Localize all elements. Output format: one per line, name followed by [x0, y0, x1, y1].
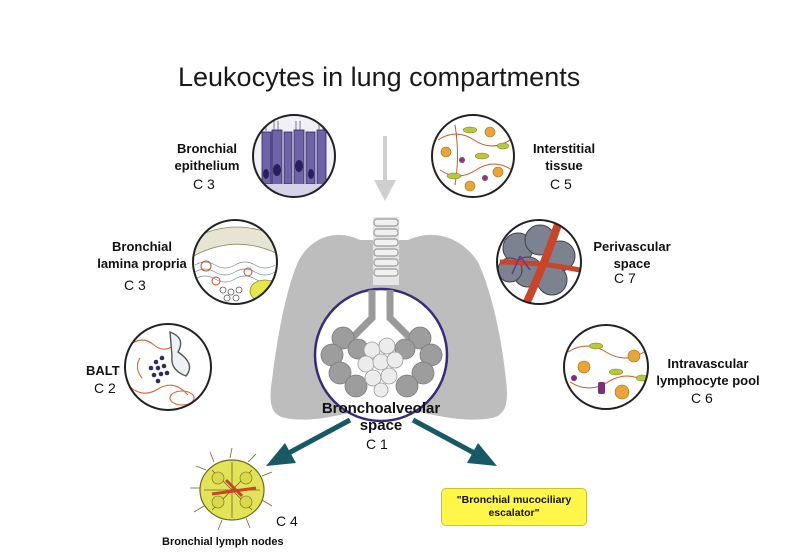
- bronchial-epithelium-label: Bronchial epithelium: [174, 141, 240, 173]
- inflow-arrow: [374, 136, 396, 201]
- lymph-nodes-label: Bronchial lymph nodes: [162, 536, 284, 548]
- perivascular-space-circle: [496, 219, 582, 305]
- bronchoalveolar-space-label: Bronchoalveolar space: [321, 400, 441, 434]
- bronchial-lamina-propria-circle: [192, 219, 278, 305]
- balt-label: BALT: [86, 363, 120, 378]
- bronchial-epithelium-code: C 3: [193, 176, 215, 192]
- lymph-nodes-code: C 4: [276, 513, 298, 529]
- intravascular-pool-code: C 6: [691, 390, 713, 406]
- interstitial-tissue-circle: [431, 114, 515, 198]
- perivascular-space-label: Perivascular space: [593, 239, 671, 271]
- interstitial-tissue-label: Interstitial tissue: [532, 141, 596, 173]
- intravascular-pool-circle: [563, 324, 649, 410]
- diagram-title: Leukocytes in lung compartments: [178, 62, 581, 92]
- trachea: [373, 217, 399, 285]
- mucociliary-escalator-box: "Bronchial mucociliary escalator": [441, 488, 587, 526]
- balt-circle: [124, 323, 212, 411]
- perivascular-space-code: C 7: [614, 270, 636, 286]
- bronchoalveolar-circle: [313, 287, 449, 423]
- bronchoalveolar-space-code: C 1: [366, 436, 388, 452]
- bronchial-lamina-propria-code: C 3: [124, 277, 146, 293]
- intravascular-pool-label: Intravascular lymphocyte pool: [656, 356, 760, 388]
- balt-code: C 2: [94, 380, 116, 396]
- arrow-to-escalator: [411, 417, 497, 466]
- lymph-node-drawing: [190, 447, 273, 531]
- bronchial-lamina-propria-label: Bronchial lamina propria: [97, 239, 187, 271]
- bronchial-epithelium-circle: [252, 114, 336, 198]
- interstitial-tissue-code: C 5: [550, 176, 572, 192]
- arrow-to-lymph-nodes: [266, 417, 352, 466]
